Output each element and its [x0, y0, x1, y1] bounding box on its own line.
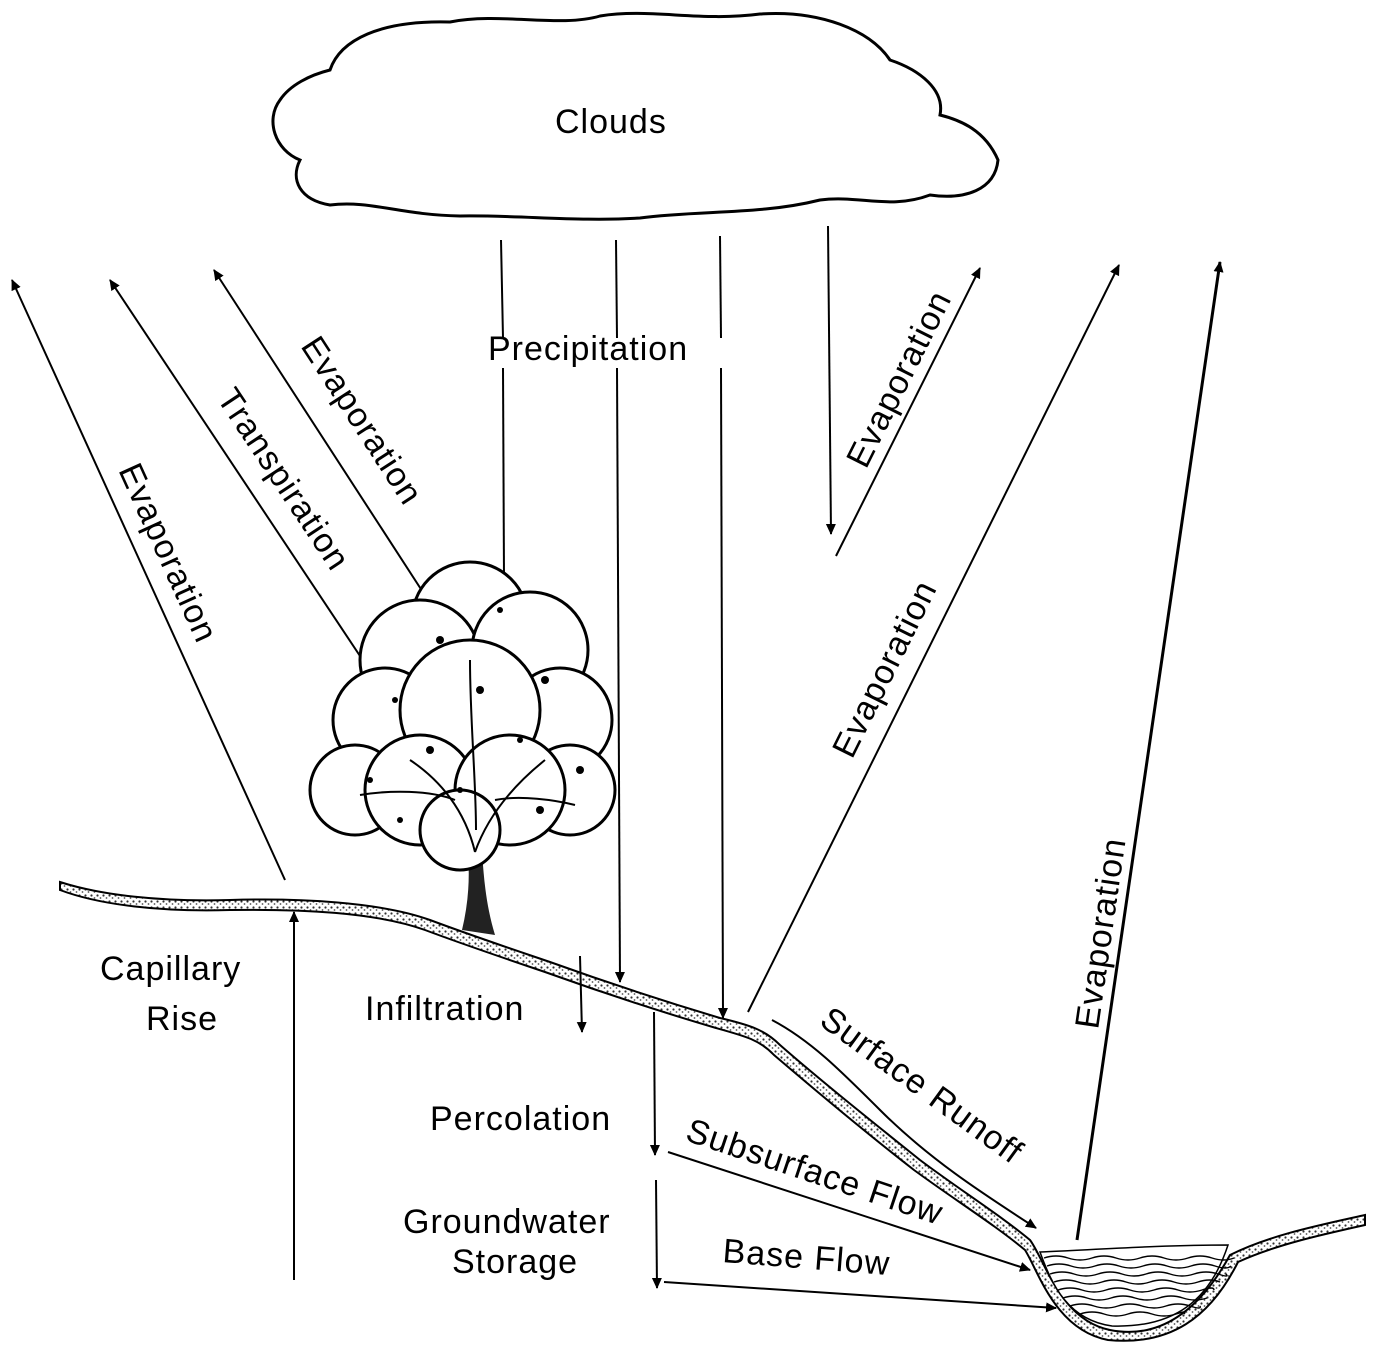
groundwater-label-2: Storage — [452, 1243, 578, 1281]
evaporation-label-far-right: Evaporation — [1068, 835, 1133, 1031]
surface-runoff-label: Surface Runoff — [813, 1000, 1030, 1172]
evaporation-label-tree: Evaporation — [293, 330, 430, 512]
evaporation-label-upper-right: Evaporation — [839, 284, 959, 473]
tree-icon — [308, 560, 617, 935]
groundwater-label-1: Groundwater — [403, 1203, 611, 1241]
clouds-label: Clouds — [555, 103, 667, 141]
precipitation-arrows: Precipitation — [488, 225, 836, 1019]
infiltration: Infiltration — [365, 955, 587, 1033]
percolation: Percolation — [430, 1011, 660, 1156]
groundwater-storage: Groundwater Storage — [403, 1179, 662, 1289]
capillary-label-1: Capillary — [100, 950, 241, 988]
capillary-rise: Capillary Rise — [100, 911, 299, 1280]
ground-surface — [59, 880, 1366, 1342]
infiltration-label: Infiltration — [365, 990, 524, 1028]
base-flow-label: Base Flow — [721, 1232, 891, 1283]
stream-water — [1038, 1244, 1235, 1327]
base-flow: Base Flow — [663, 1232, 1057, 1313]
cloud-shape: Clouds — [271, 11, 1000, 221]
percolation-label: Percolation — [430, 1100, 611, 1138]
precipitation-label: Precipitation — [488, 330, 688, 368]
subsurface-flow-label: Subsurface Flow — [681, 1112, 947, 1233]
capillary-label-2: Rise — [146, 1000, 218, 1038]
evaporation-label-left: Evaporation — [111, 458, 225, 649]
